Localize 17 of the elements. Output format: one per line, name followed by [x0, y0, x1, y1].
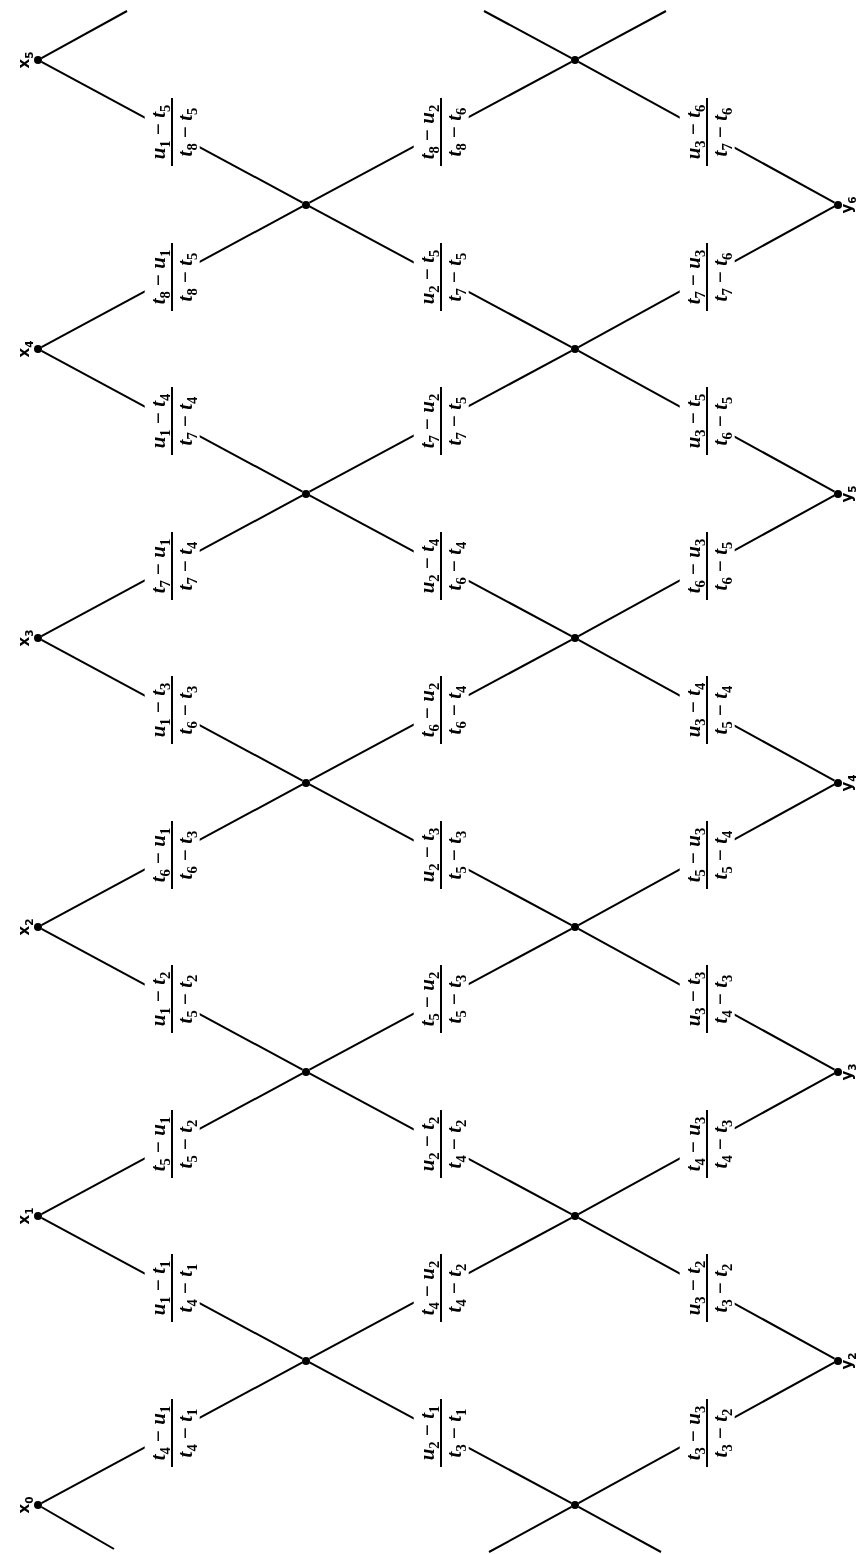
crossing-dot — [571, 634, 579, 642]
line-segment — [577, 10, 667, 60]
crossing-dot — [302, 200, 310, 209]
line-segment — [483, 10, 573, 60]
line-segment — [577, 1505, 662, 1553]
crossing-dot — [571, 345, 579, 353]
crossing-dot — [571, 923, 579, 931]
crossing-dot — [571, 56, 579, 64]
crossing-dot — [302, 1067, 310, 1076]
line-segment — [40, 1506, 115, 1550]
line-segment — [488, 1505, 573, 1553]
crossing-dot — [302, 778, 310, 787]
crossing-dot — [571, 1501, 579, 1509]
crossing-dot — [571, 1212, 579, 1220]
line-segment — [40, 10, 128, 60]
crossing-dot — [302, 489, 310, 498]
crossing-dot — [302, 1356, 310, 1365]
